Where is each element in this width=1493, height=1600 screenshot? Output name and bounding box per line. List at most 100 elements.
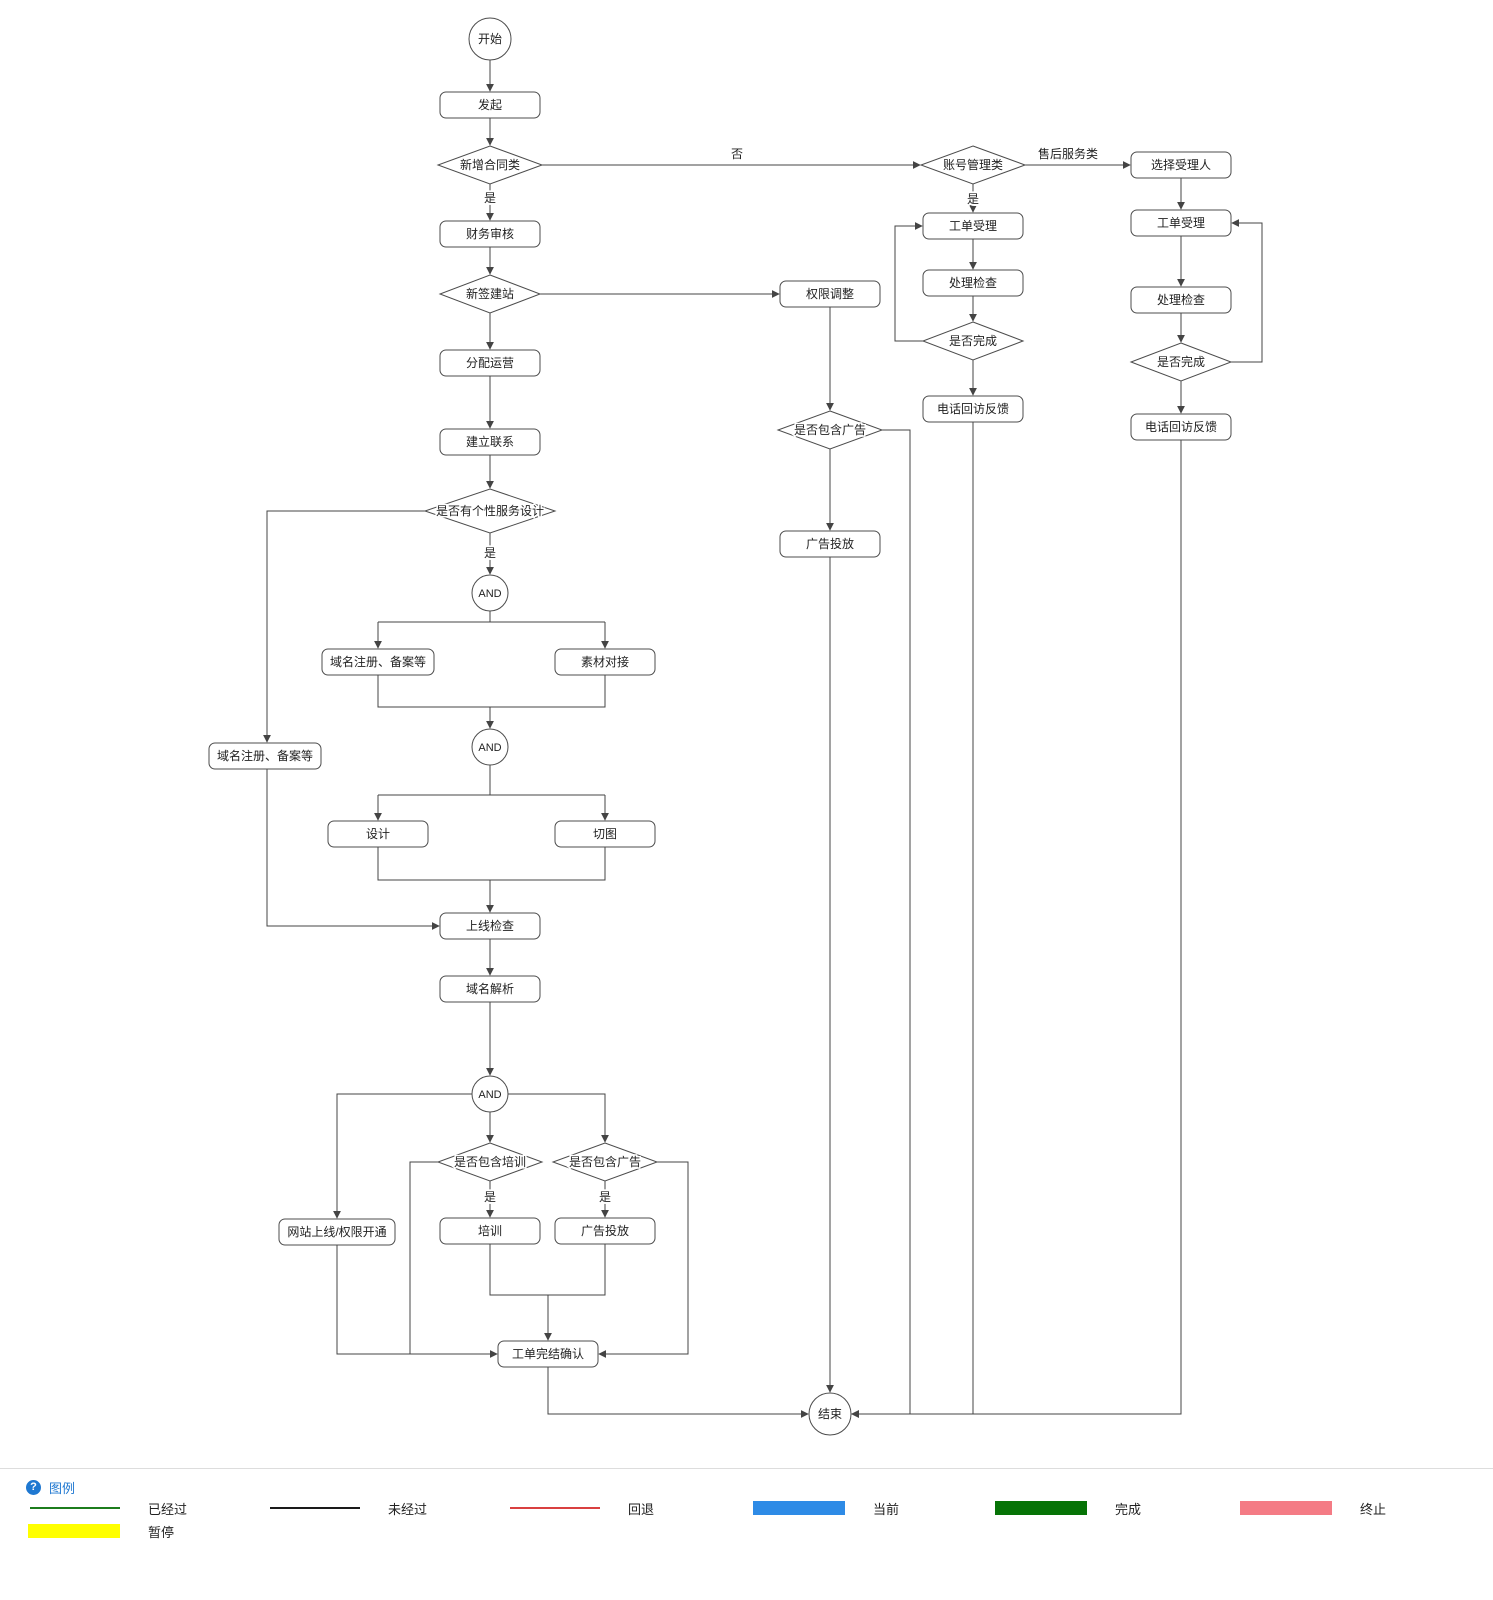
legend-item-0-2: 回退 [510,1499,654,1517]
node-label-domain-reg-1: 域名注册、备案等 [330,654,426,669]
node-shape-diamond [436,145,544,185]
edge-adq1-end [851,429,911,1418]
legend-item-0-1: 未经过 [270,1499,427,1517]
node-shape-rect [1130,209,1232,237]
node-label-new-site: 新签建站 [466,286,514,301]
edge-training-adlaunch2-join [489,1244,606,1296]
node-label-and-1: AND [478,588,501,600]
node-shape-rect [554,820,656,848]
node-label-process-check-2: 处理检查 [1157,292,1205,307]
node-label-assign-ops: 分配运营 [466,356,514,370]
node-label-finance-review: 财务审核 [466,226,514,241]
legend-label: 当前 [873,1501,900,1517]
node-new-site: 新签建站 [438,274,542,314]
node-label-material-dock: 素材对接 [581,654,629,669]
edge-ordercomplete-end [547,1367,809,1418]
node-label-select-handler: 选择受理人 [1151,158,1211,172]
node-shape-circle [471,1075,509,1113]
legend-label: 回退 [628,1501,655,1517]
node-shape-rect [208,742,322,770]
help-icon[interactable]: ? [26,1480,41,1495]
edge-adq2-bypass [598,1161,689,1358]
node-ticket-accept-2: 工单受理 [1130,209,1232,237]
node-ad-q-1: 是否包含广告 [776,410,884,450]
legend-item-1-0: 暂停 [28,1522,174,1540]
edge-domainreg1-material-join [377,675,606,708]
edge-trainingq-bypass [409,1161,438,1354]
legend-label: 终止 [1360,1501,1387,1517]
edge-siteonline-ordercomplete [336,1245,498,1358]
node-label-custom-service-q: 是否有个性服务设计 [436,503,544,518]
edge-and3-siteonline [333,1093,472,1219]
legend-header: ? 图例 [26,1478,75,1497]
node-label-process-check-1: 处理检查 [949,275,997,290]
edge-phone2-end [851,440,1182,1418]
node-domain-reg-1: 域名注册、备案等 [321,648,435,676]
node-and-1: AND [471,574,509,612]
node-label-domain-resolve: 域名解析 [466,981,514,996]
node-label-done-q-1: 是否完成 [949,333,997,348]
node-label-launch-check: 上线检查 [466,918,514,933]
node-shape-diamond [423,488,557,534]
node-label-ad-launch-2: 广告投放 [581,1223,629,1238]
node-initiate: 发起 [439,91,541,119]
node-label-ticket-accept-2: 工单受理 [1157,216,1205,230]
node-shape-rect [1130,413,1232,441]
node-shape-circle [471,574,509,612]
legend-swatch-box [753,1501,845,1515]
node-shape-rect [554,1217,656,1245]
edge-label-accountmgmt-ticket1: 是 [967,192,979,206]
node-label-ad-launch-1: 广告投放 [806,536,854,551]
node-shape-rect [439,428,541,456]
node-ad-launch-1: 广告投放 [779,530,881,558]
legend-label: 已经过 [148,1501,188,1517]
node-shape-rect [439,91,541,119]
legend-swatch-box [1240,1501,1332,1515]
node-site-online: 网站上线/权限开通 [278,1218,396,1246]
edge-and3-adq2 [508,1093,609,1143]
node-label-ad-q-1: 是否包含广告 [794,422,866,437]
node-label-order-complete: 工单完结确认 [512,1346,584,1361]
node-training: 培训 [439,1217,541,1245]
node-account-mgmt-q: 账号管理类 [919,145,1027,185]
node-shape-circle [468,17,512,61]
node-label-site-online: 网站上线/权限开通 [287,1225,386,1239]
edge-label-trainingq-training: 是 [484,1190,496,1204]
node-label-new-contract: 新增合同类 [460,157,520,172]
node-design: 设计 [327,820,429,848]
edge-label-accountmgmt-selecthandler: 售后服务类 [1038,146,1098,161]
node-assign-ops: 分配运营 [439,349,541,377]
legend-item-0-0: 已经过 [30,1499,187,1517]
edge-label-newcontract-accountmgmt: 否 [731,147,743,161]
node-slicing: 切图 [554,820,656,848]
legend-swatch-box [28,1524,120,1538]
legend-item-0-3: 当前 [753,1499,899,1517]
edge-domainreg2-launchcheck [266,769,440,930]
node-shape-diamond [776,410,884,450]
edge-label-customservice-and1: 是 [484,546,496,560]
legend-title: 图例 [49,1481,76,1496]
node-material-dock: 素材对接 [554,648,656,676]
legend-swatch-line [270,1507,360,1509]
node-and-3: AND [471,1075,509,1113]
node-label-training: 培训 [478,1223,502,1238]
legend-row-2: 暂停 [0,1522,1493,1540]
node-label-phone-callback-2: 电话回访反馈 [1145,420,1217,434]
legend-panel: ? 图例 已经过 未经过 回退 当前 完成 终止 暂停 [0,1468,1493,1600]
node-custom-service-q: 是否有个性服务设计 [423,488,557,534]
node-shape-rect [922,395,1024,423]
node-end: 结束 [808,1392,852,1436]
node-shape-diamond [438,274,542,314]
node-label-perm-adjust: 权限调整 [806,286,854,301]
node-shape-rect [439,975,541,1003]
legend-row-1: 已经过 未经过 回退 当前 完成 终止 [0,1499,1493,1517]
node-select-handler: 选择受理人 [1130,151,1232,179]
node-shape-rect [922,269,1024,297]
node-done-q-2: 是否完成 [1129,342,1233,382]
node-shape-rect [278,1218,396,1246]
edge-doneq1-loop-ticket1 [894,222,923,342]
legend-swatch-box [995,1501,1087,1515]
node-label-end: 结束 [818,1407,842,1421]
legend-swatch-line [510,1507,600,1509]
legend-item-0-4: 完成 [995,1499,1141,1517]
